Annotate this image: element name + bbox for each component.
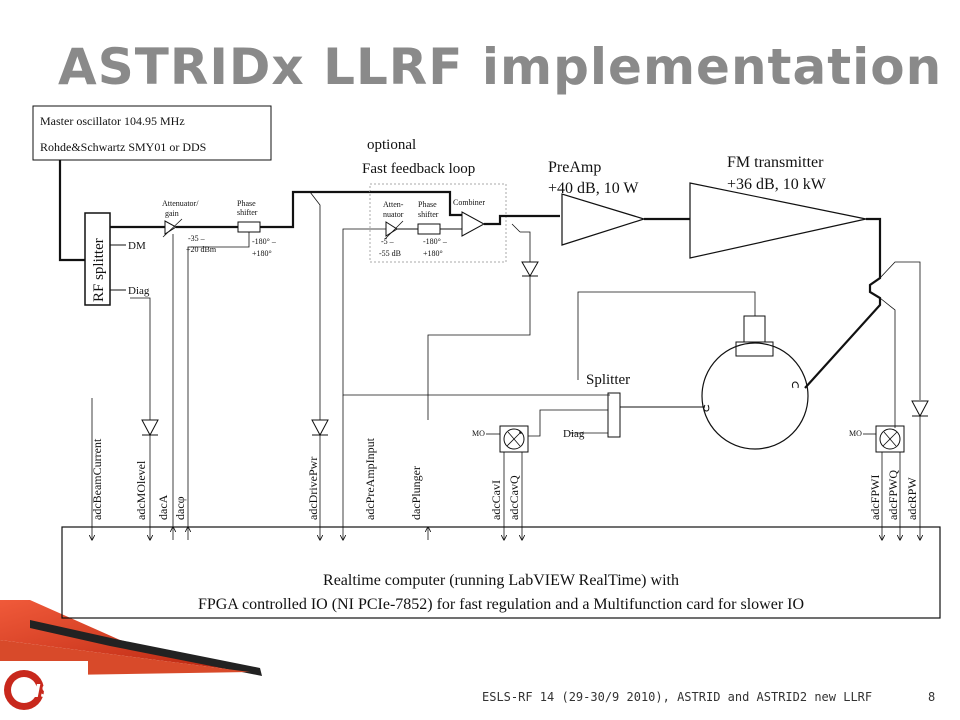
phase-shifter-1-box xyxy=(237,221,261,233)
iq-mixer-right xyxy=(875,425,905,453)
fm-transmitter-symbol xyxy=(689,182,867,259)
attenuator-2-range1: -5 – xyxy=(381,237,395,246)
logo-text: ISA xyxy=(34,681,68,702)
phase-shifter-1-label1: Phase xyxy=(237,199,256,208)
attenuator-1-range2: +20 dBm xyxy=(186,245,217,254)
slide-footer: ESLS-RF 14 (29-30/9 2010), ASTRID and AS… xyxy=(482,690,873,704)
attenuator-2-range2: -55 dB xyxy=(379,249,401,258)
attenuator-1-label2: gain xyxy=(165,209,179,218)
signal-adc-rpw: adcRPW xyxy=(905,477,919,520)
iq-mixer-left xyxy=(499,425,529,453)
cavity xyxy=(701,342,809,450)
signal-adc-fpw-i: adcFPWI xyxy=(868,475,882,520)
mixer-right-mo: MO xyxy=(849,429,862,438)
phase-shifter-2-range2: +180° xyxy=(423,249,443,258)
attenuator-1-symbol xyxy=(164,220,177,235)
optional-label: optional xyxy=(367,137,416,153)
rf-splitter-dm: DM xyxy=(128,240,146,252)
combiner-label: Combiner xyxy=(453,198,485,207)
phase-shifter-2-label1: Phase xyxy=(418,200,437,209)
signal-adc-preamp-input: adcPreAmpInput xyxy=(363,437,377,520)
splitter-label: Splitter xyxy=(586,372,630,388)
signal-dac-phi: dacφ xyxy=(173,496,187,520)
plunger-base xyxy=(735,341,774,357)
preamp-symbol xyxy=(561,193,647,246)
splitter-box xyxy=(607,392,621,438)
realtime-computer-box xyxy=(61,526,941,619)
phase-shifter-2-box xyxy=(417,223,441,235)
phase-shifter-2-label2: shifter xyxy=(418,210,439,219)
signal-adc-beam-current: adcBeamCurrent xyxy=(90,438,104,520)
rf-splitter-label: RF splitter xyxy=(91,238,107,302)
phase-shifter-1-range1: -180° – xyxy=(252,237,277,246)
rf-splitter-diag: Diag xyxy=(128,285,150,297)
fm-transmitter-label: FM transmitter xyxy=(727,154,824,171)
preamp-label: PreAmp xyxy=(548,159,601,176)
phase-shifter-1-label2: shifter xyxy=(237,208,258,217)
fast-feedback-box xyxy=(369,183,507,263)
slide-title: ASTRIDx LLRF implementation xyxy=(58,38,943,96)
phase-shifter-2-range1: -180° – xyxy=(423,237,448,246)
detector-diode-molevel xyxy=(141,419,159,437)
fast-feedback-label: Fast feedback loop xyxy=(362,161,475,177)
master-oscillator-line1: Master oscillator 104.95 MHz xyxy=(40,114,185,128)
mixer-left-mo: MO xyxy=(472,429,485,438)
detector-diode-preamp xyxy=(521,261,539,278)
splitter-diag: Diag xyxy=(563,428,585,440)
page-number: 8 xyxy=(928,690,936,704)
master-oscillator-box xyxy=(32,105,272,161)
signal-adc-molevel: adcMOlevel xyxy=(134,460,148,520)
realtime-line2: FPGA controlled IO (NI PCIe-7852) for fa… xyxy=(198,596,804,613)
attenuator-1-range1: -35 – xyxy=(188,234,206,243)
detector-diode-drivepwr xyxy=(311,419,329,437)
phase-shifter-1-range2: +180° xyxy=(252,249,272,258)
signal-dac-plunger: dacPlunger xyxy=(409,466,423,520)
signal-adc-cav-i: adcCavI xyxy=(489,480,503,520)
attenuator-2-label1: Atten- xyxy=(383,200,404,209)
fm-transmitter-gain: +36 dB, 10 kW xyxy=(727,176,827,193)
signal-adc-cav-q: adcCavQ xyxy=(507,475,521,520)
preamp-gain: +40 dB, 10 W xyxy=(548,180,639,197)
signal-adc-drive-pwr: adcDrivePwr xyxy=(306,457,320,520)
combiner-symbol xyxy=(461,211,486,237)
master-oscillator-line2: Rohde&Schwartz SMY01 or DDS xyxy=(40,140,206,154)
rf-splitter-box xyxy=(84,212,111,306)
isa-logo: ISA xyxy=(0,661,88,720)
signal-dac-a: dacA xyxy=(156,494,170,520)
attenuator-2-label2: nuator xyxy=(383,210,404,219)
realtime-line1: Realtime computer (running LabVIEW RealT… xyxy=(323,572,679,589)
plunger-top xyxy=(743,315,766,343)
detector-diode-rpw xyxy=(911,400,929,418)
attenuator-1-label1: Attenuator/ xyxy=(162,199,199,208)
signal-adc-fpw-q: adcFPWQ xyxy=(886,470,900,520)
